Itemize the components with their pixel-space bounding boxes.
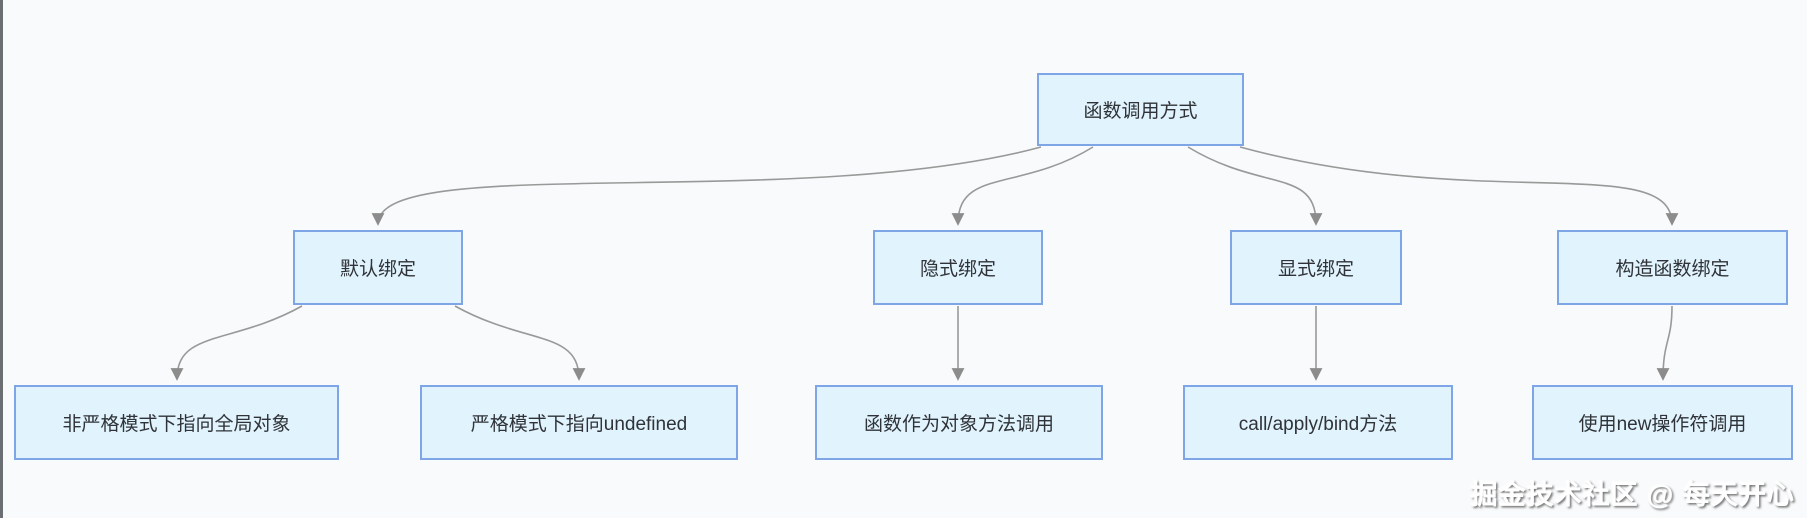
node-strict-undefined[interactable]: 严格模式下指向undefined — [420, 385, 738, 460]
juejin-watermark: 掘金技术社区 @ 每天开心 — [1470, 480, 1795, 510]
node-nonstrict-global-object[interactable]: 非严格模式下指向全局对象 — [14, 385, 339, 460]
node-constructor-binding[interactable]: 构造函数绑定 — [1557, 230, 1788, 305]
node-default-binding[interactable]: 默认绑定 — [293, 230, 463, 305]
edge-root-to-explicit-binding — [1187, 146, 1323, 226]
node-object-method-call[interactable]: 函数作为对象方法调用 — [815, 385, 1103, 460]
edge-root-to-constructor-binding — [1239, 146, 1679, 226]
edge-root-to-default-binding — [371, 146, 1042, 226]
edge-default-to-strict — [454, 305, 586, 381]
edge-root-to-implicit-binding — [951, 146, 1094, 226]
node-function-call-method[interactable]: 函数调用方式 — [1037, 73, 1244, 146]
edge-constructor-to-new-operator — [1656, 305, 1673, 381]
edge-default-to-nonstrict — [170, 305, 303, 381]
left-edge-divider — [0, 0, 3, 518]
node-new-operator-call[interactable]: 使用new操作符调用 — [1532, 385, 1793, 460]
node-explicit-binding[interactable]: 显式绑定 — [1230, 230, 1402, 305]
node-call-apply-bind[interactable]: call/apply/bind方法 — [1183, 385, 1453, 460]
node-implicit-binding[interactable]: 隐式绑定 — [873, 230, 1043, 305]
